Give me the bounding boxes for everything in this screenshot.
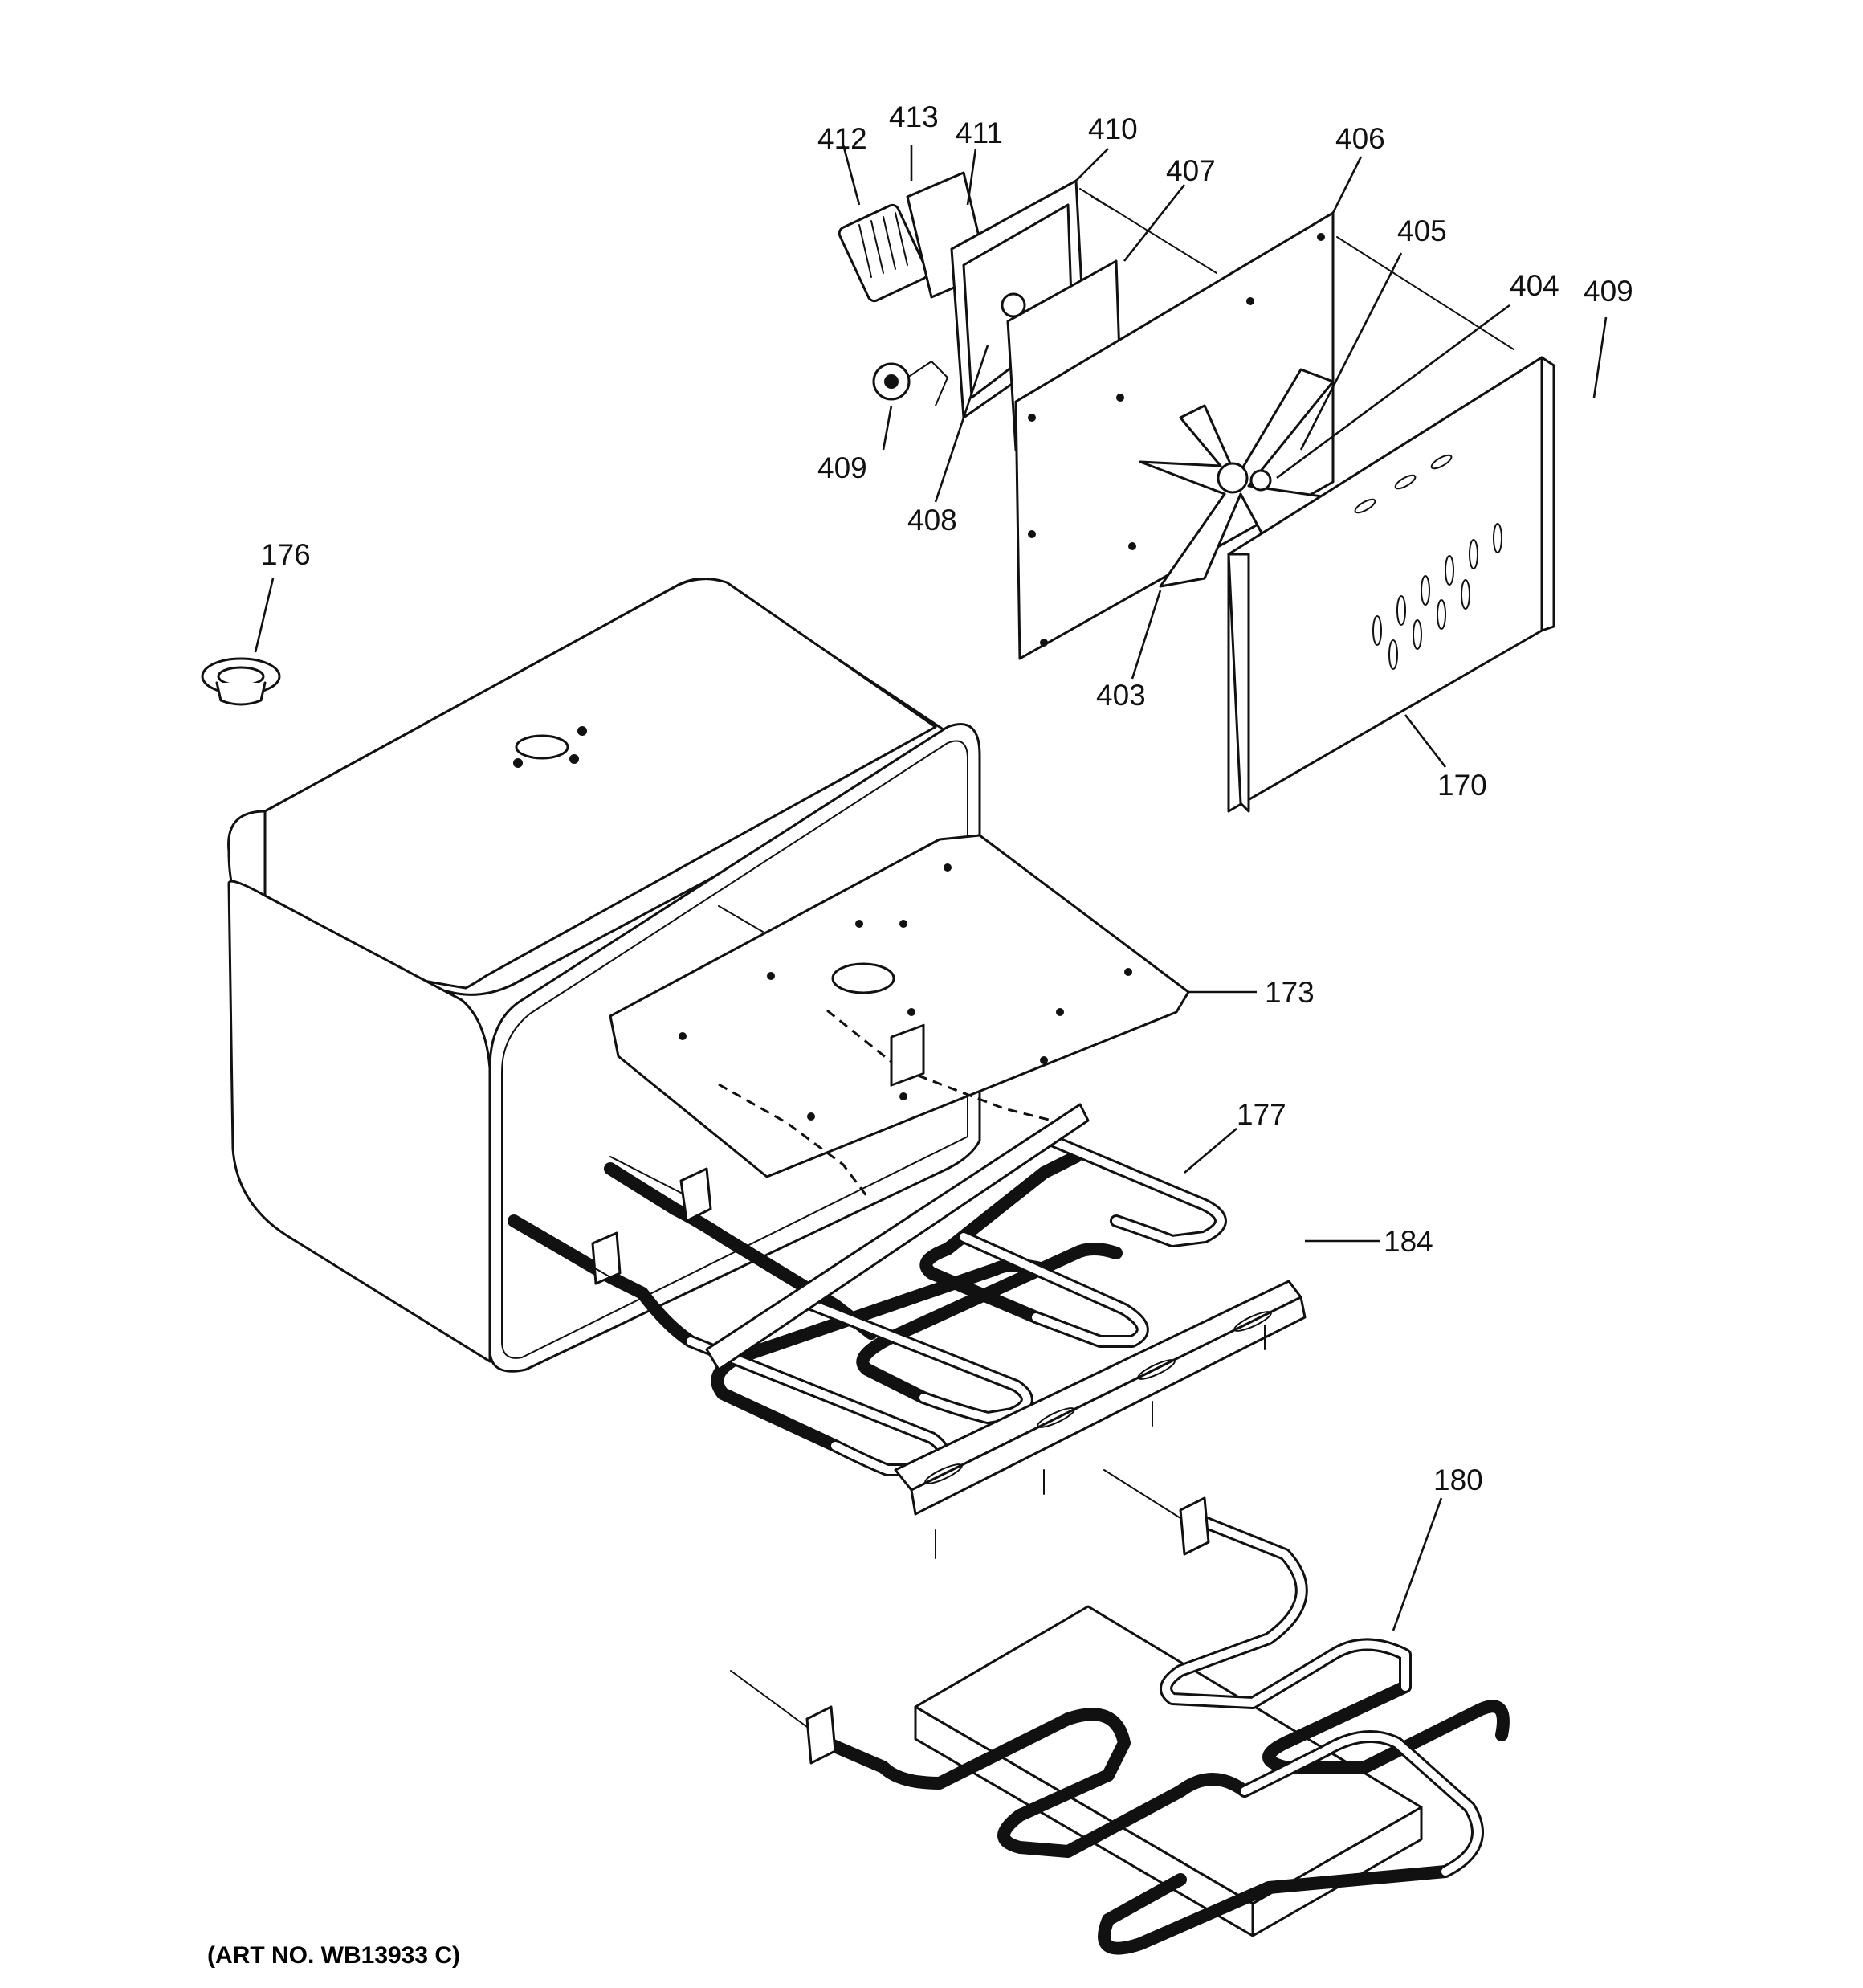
part-176-grommet — [201, 657, 281, 706]
part-173-top-panel — [609, 834, 1190, 1198]
callout-404: 404 — [1510, 269, 1559, 302]
part-184-bracket — [894, 1280, 1307, 1559]
callout-177: 177 — [1237, 1098, 1286, 1131]
callout-413: 413 — [889, 100, 939, 133]
callout-176: 176 — [261, 538, 311, 571]
callout-406: 406 — [1335, 122, 1385, 155]
leader-lines — [254, 144, 1608, 1631]
callout-409-left: 409 — [817, 451, 867, 484]
callout-170: 170 — [1437, 769, 1487, 802]
callout-labels: 412 413 411 410 407 406 405 404 409 409 … — [261, 100, 1633, 1496]
fan-motor-assembly — [838, 171, 1555, 813]
callout-180: 180 — [1433, 1463, 1483, 1496]
callout-410: 410 — [1088, 112, 1138, 145]
callout-411: 411 — [956, 116, 1003, 149]
callout-403: 403 — [1096, 679, 1146, 712]
part-180-broil-element — [730, 1469, 1510, 1955]
callout-412: 412 — [817, 122, 867, 155]
callout-173: 173 — [1265, 976, 1315, 1009]
art-number-caption: (ART NO. WB13933 C) — [207, 1942, 461, 1969]
callout-184: 184 — [1384, 1225, 1433, 1258]
callout-407: 407 — [1166, 154, 1216, 187]
callout-409-right: 409 — [1584, 275, 1633, 308]
callout-408: 408 — [907, 504, 957, 537]
callout-405: 405 — [1397, 214, 1447, 247]
